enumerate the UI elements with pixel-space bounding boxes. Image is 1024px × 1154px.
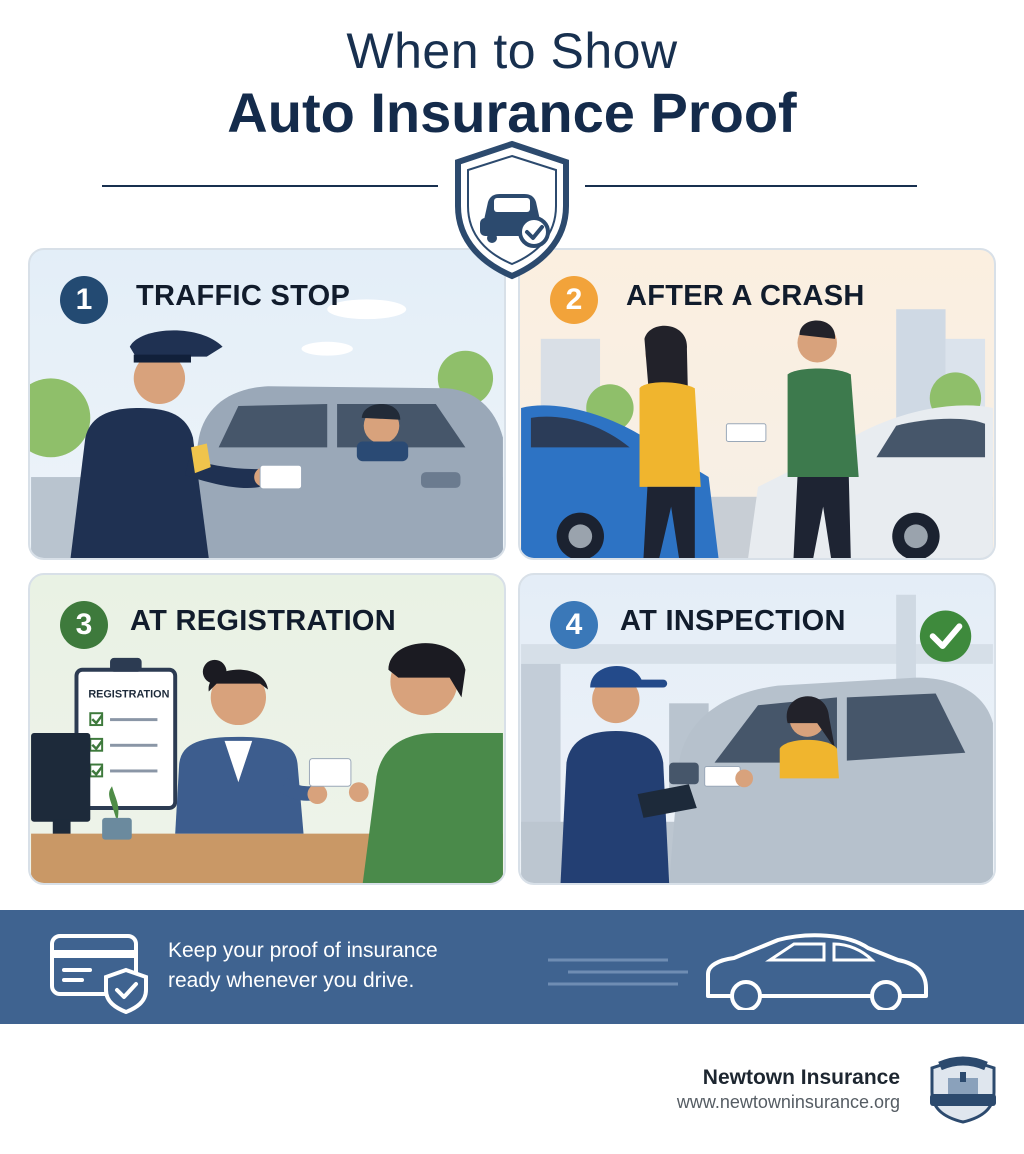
step-title-after-crash: AFTER A CRASH [626,280,865,312]
step-number-1: 1 [60,276,108,324]
step-number-4: 4 [550,601,598,649]
step-title-traffic-stop: TRAFFIC STOP [136,280,351,312]
step-number-2: 2 [550,276,598,324]
registration-illustration: REGISTRATION [31,643,503,883]
shield-car-check-icon [455,140,569,280]
banner-line-2: ready whenever you drive. [168,969,415,992]
brand-name: Newtown Insurance [702,1066,900,1089]
car-outline-icon [548,933,928,1010]
clipboard-label: REGISTRATION [88,688,169,700]
newtown-insurance-logo [930,1056,996,1124]
step-title-at-inspection: AT INSPECTION [620,605,846,637]
panel-at-inspection: 4 AT INSPECTION [518,573,996,885]
panel-at-registration: REGISTRATION 3 AT REGISTRATION [28,573,506,885]
checkmark-circle-icon [919,610,972,662]
banner-text: Keep your proof of insurance ready whene… [168,936,438,996]
panel-traffic-stop: 1 TRAFFIC STOP [28,248,506,560]
title-line-1: When to Show [346,23,678,79]
insurance-card-shield-icon [50,934,148,1014]
divider-right [585,185,917,187]
inspection-illustration [521,594,993,883]
step-number-3: 3 [60,601,108,649]
divider-left [102,185,438,187]
panel-after-crash: 2 AFTER A CRASH [518,248,996,560]
reminder-banner: Keep your proof of insurance ready whene… [0,910,1024,1024]
title-line-2: Auto Insurance Proof [227,81,797,144]
step-title-at-registration: AT REGISTRATION [130,605,397,637]
banner-line-1: Keep your proof of insurance [168,939,438,962]
brand-url[interactable]: www.newtowninsurance.org [676,1092,900,1112]
traffic-stop-illustration [30,299,503,558]
after-crash-illustration [521,309,993,558]
